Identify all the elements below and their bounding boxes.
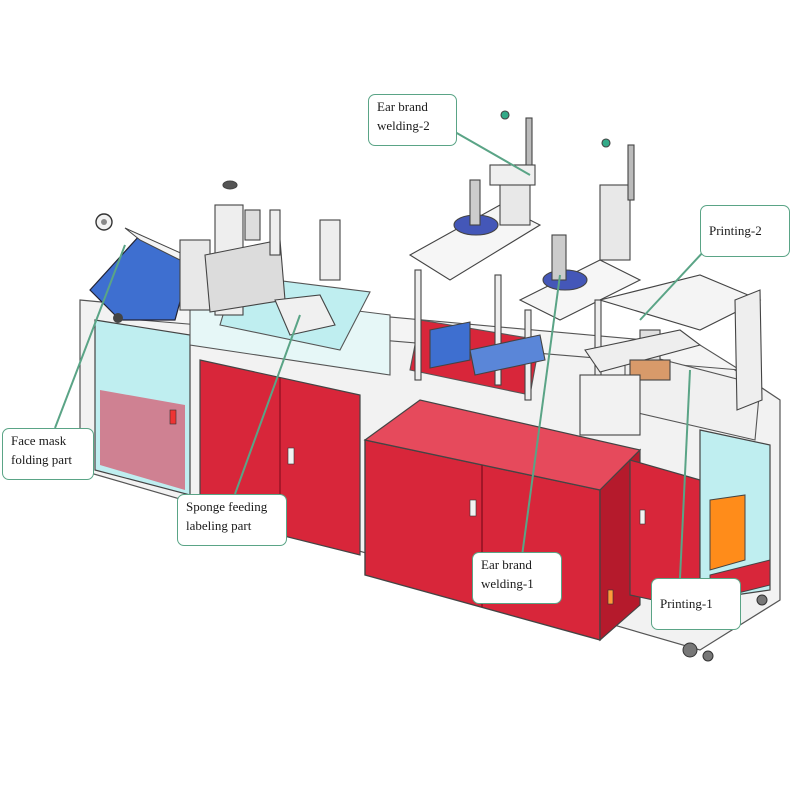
leader-printing-2 bbox=[639, 249, 706, 321]
callout-line-2: welding-2 bbox=[377, 118, 430, 133]
leader-ear-brand-welding-1 bbox=[521, 274, 561, 557]
left-glass-cabinet bbox=[94, 319, 191, 496]
callout-line-2: folding part bbox=[11, 452, 73, 467]
callout-printing-1: Printing-1 bbox=[651, 578, 741, 630]
welding-station-2 bbox=[408, 110, 542, 386]
callout-face-mask-folding: Face mask folding part bbox=[2, 428, 94, 480]
sponge-feeding-unit bbox=[269, 209, 341, 336]
callout-line-1: Face mask bbox=[11, 433, 67, 448]
right-glass-enclosure bbox=[699, 429, 771, 601]
callout-line-1: Printing-1 bbox=[660, 596, 713, 611]
leader-printing-1 bbox=[679, 369, 691, 579]
leader-sponge-feeding bbox=[234, 314, 301, 495]
callout-sponge-feeding: Sponge feeding labeling part bbox=[177, 494, 287, 546]
callout-line-2: welding-1 bbox=[481, 576, 534, 591]
callout-line-1: Ear brand bbox=[481, 557, 532, 572]
caster-wheels bbox=[682, 594, 768, 662]
leader-ear-brand-welding-2 bbox=[454, 131, 531, 176]
roller-assembly bbox=[179, 180, 286, 316]
printing-station-1 bbox=[579, 289, 763, 436]
leader-lines bbox=[54, 131, 706, 579]
callout-ear-brand-welding-1: Ear brand welding-1 bbox=[472, 552, 562, 604]
callout-printing-2: Printing-2 bbox=[700, 205, 790, 257]
callout-line-1: Sponge feeding bbox=[186, 499, 268, 514]
leader-face-mask-folding bbox=[54, 244, 126, 429]
folding-part-blue-unit bbox=[89, 213, 192, 323]
callout-line-1: Ear brand bbox=[377, 99, 428, 114]
callout-line-1: Printing-2 bbox=[709, 223, 762, 238]
callout-ear-brand-welding-2: Ear brand welding-2 bbox=[368, 94, 457, 146]
callout-line-2: labeling part bbox=[186, 518, 252, 533]
